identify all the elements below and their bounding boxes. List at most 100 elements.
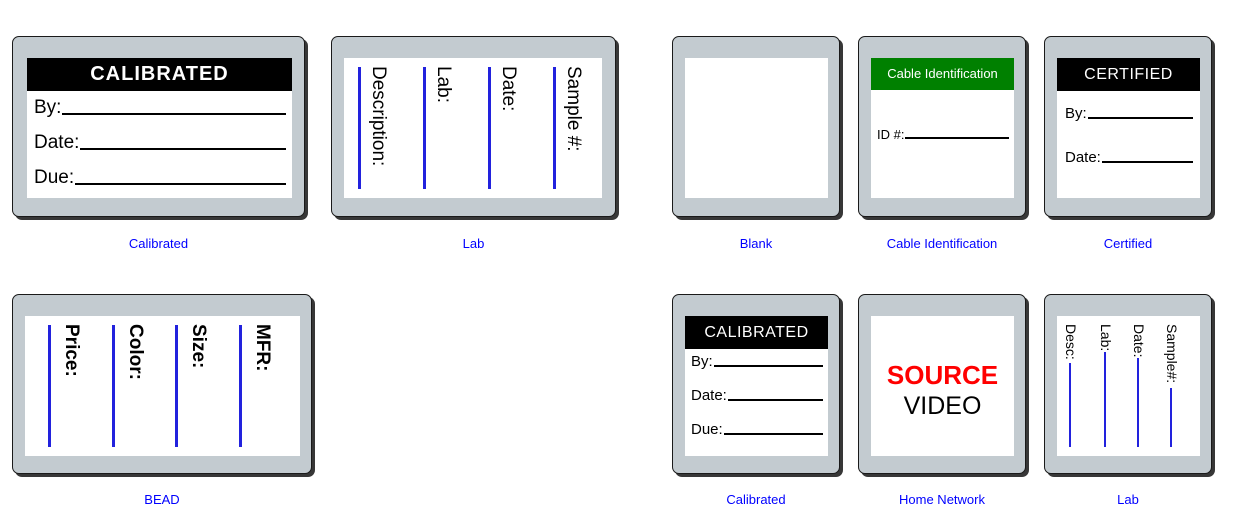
field-row-date[interactable]: Date:: [691, 388, 823, 403]
card-body: Cable Identification ID #:: [858, 36, 1026, 217]
column-description[interactable]: Description:: [358, 58, 418, 198]
label-caption-cable-identification: Cable Identification: [886, 236, 998, 251]
column-label: Price:: [61, 324, 82, 377]
banner-title: CALIBRATED: [685, 316, 828, 349]
column-rule: [358, 67, 361, 189]
field-row-date[interactable]: Date:: [1065, 150, 1193, 165]
label-card-calibrated-large[interactable]: CALIBRATED By: Date: Due: Calibrated: [12, 36, 305, 256]
column-rule: [1170, 388, 1172, 447]
field-underline[interactable]: [905, 137, 1009, 139]
banner-title: CALIBRATED: [27, 58, 292, 91]
field-label: Date:: [34, 132, 80, 153]
column-rule: [1137, 358, 1139, 447]
field-underline[interactable]: [1087, 117, 1193, 119]
column-rule: [239, 325, 242, 447]
field-row-id[interactable]: ID #:: [877, 128, 1009, 141]
card-body: [672, 36, 840, 217]
column-label: Lab:: [433, 66, 454, 103]
label-caption-lab: Lab: [462, 236, 485, 251]
column-label: Lab:: [1098, 324, 1114, 352]
column-desc[interactable]: Desc:: [1063, 316, 1103, 456]
label-card-certified[interactable]: CERTIFIED By: Date: Certified: [1044, 36, 1212, 256]
banner-title: Cable Identification: [871, 58, 1014, 90]
column-rule: [1104, 352, 1106, 447]
label-card-lab-small[interactable]: Desc: Lab: Date: Sample#: Lab: [1044, 294, 1212, 519]
column-label: Desc:: [1063, 324, 1079, 360]
label-card-bead[interactable]: Price: Color: Size: MFR: BEAD: [12, 294, 312, 519]
card-inner: Desc: Lab: Date: Sample#:: [1057, 316, 1200, 456]
card-inner: CALIBRATED By: Date: Due:: [685, 316, 828, 456]
label-caption-calibrated-small: Calibrated: [726, 492, 786, 507]
column-rule: [1069, 363, 1071, 447]
field-row-due[interactable]: Due:: [34, 168, 286, 187]
field-label: ID #:: [877, 127, 905, 142]
label-card-blank[interactable]: Blank: [672, 36, 840, 256]
field-label: Due:: [34, 167, 75, 188]
field-row-date[interactable]: Date:: [34, 133, 286, 152]
column-sample[interactable]: Sample#:: [1164, 316, 1200, 456]
field-label: Date:: [691, 387, 727, 404]
card-body: CALIBRATED By: Date: Due:: [12, 36, 305, 217]
column-size[interactable]: Size:: [175, 316, 237, 456]
field-row-by[interactable]: By:: [1065, 106, 1193, 121]
column-label: Color:: [125, 324, 146, 380]
card-inner: CALIBRATED By: Date: Due:: [27, 58, 292, 198]
column-sample[interactable]: Sample #:: [553, 58, 602, 198]
column-label: Date:: [498, 66, 519, 112]
field-row-due[interactable]: Due:: [691, 422, 823, 437]
column-label: Description:: [368, 66, 389, 167]
card-inner: CERTIFIED By: Date:: [1057, 58, 1200, 198]
card-body: Desc: Lab: Date: Sample#:: [1044, 294, 1212, 474]
label-caption-lab-small: Lab: [1117, 492, 1139, 507]
column-rule: [553, 67, 556, 189]
card-inner: Price: Color: Size: MFR:: [25, 316, 300, 456]
field-underline[interactable]: [75, 183, 286, 185]
card-inner: SOURCE VIDEO: [871, 316, 1014, 456]
column-label: Size:: [188, 324, 209, 369]
column-rule: [488, 67, 491, 189]
card-body: Description: Lab: Date: Sample #:: [331, 36, 616, 217]
column-rule: [112, 325, 115, 447]
card-body: CALIBRATED By: Date: Due:: [672, 294, 840, 474]
label-caption-calibrated: Calibrated: [128, 236, 189, 251]
field-row-by[interactable]: By:: [691, 354, 823, 369]
column-lab[interactable]: Lab:: [423, 58, 483, 198]
column-lab[interactable]: Lab:: [1098, 316, 1138, 456]
field-underline[interactable]: [80, 148, 286, 150]
label-caption-home-network: Home Network: [899, 492, 985, 507]
column-color[interactable]: Color:: [112, 316, 174, 456]
card-inner: Description: Lab: Date: Sample #:: [344, 58, 602, 198]
field-underline[interactable]: [1101, 161, 1193, 163]
field-underline[interactable]: [723, 433, 823, 435]
video-text: VIDEO: [903, 392, 982, 420]
card-inner: [685, 58, 828, 198]
field-row-by[interactable]: By:: [34, 98, 286, 117]
column-rule: [423, 67, 426, 189]
column-label: Sample#:: [1164, 324, 1180, 384]
column-label: Sample #:: [563, 66, 584, 152]
label-card-lab-large[interactable]: Description: Lab: Date: Sample #: Lab: [331, 36, 616, 256]
label-card-cable-identification[interactable]: Cable Identification ID #: Cable Identif…: [858, 36, 1026, 256]
label-caption-bead: BEAD: [144, 492, 180, 507]
label-card-home-network[interactable]: SOURCE VIDEO Home Network: [858, 294, 1026, 519]
field-underline[interactable]: [62, 113, 286, 115]
column-mfr[interactable]: MFR:: [239, 316, 300, 456]
column-date[interactable]: Date:: [1131, 316, 1171, 456]
column-rule: [48, 325, 51, 447]
field-label: Date:: [1065, 149, 1101, 166]
field-underline[interactable]: [713, 365, 823, 367]
column-price[interactable]: Price:: [48, 316, 110, 456]
field-label: By:: [691, 353, 713, 370]
field-underline[interactable]: [727, 399, 823, 401]
source-text: SOURCE: [886, 360, 999, 390]
column-label: MFR:: [252, 324, 273, 372]
field-label: By:: [1065, 105, 1087, 122]
label-card-calibrated-small[interactable]: CALIBRATED By: Date: Due: Calibrated: [672, 294, 840, 519]
card-body: Price: Color: Size: MFR:: [12, 294, 312, 474]
field-label: Due:: [691, 421, 723, 438]
column-date[interactable]: Date:: [488, 58, 548, 198]
field-label: By:: [34, 97, 62, 118]
column-label: Date:: [1131, 324, 1147, 358]
card-body: CERTIFIED By: Date:: [1044, 36, 1212, 217]
